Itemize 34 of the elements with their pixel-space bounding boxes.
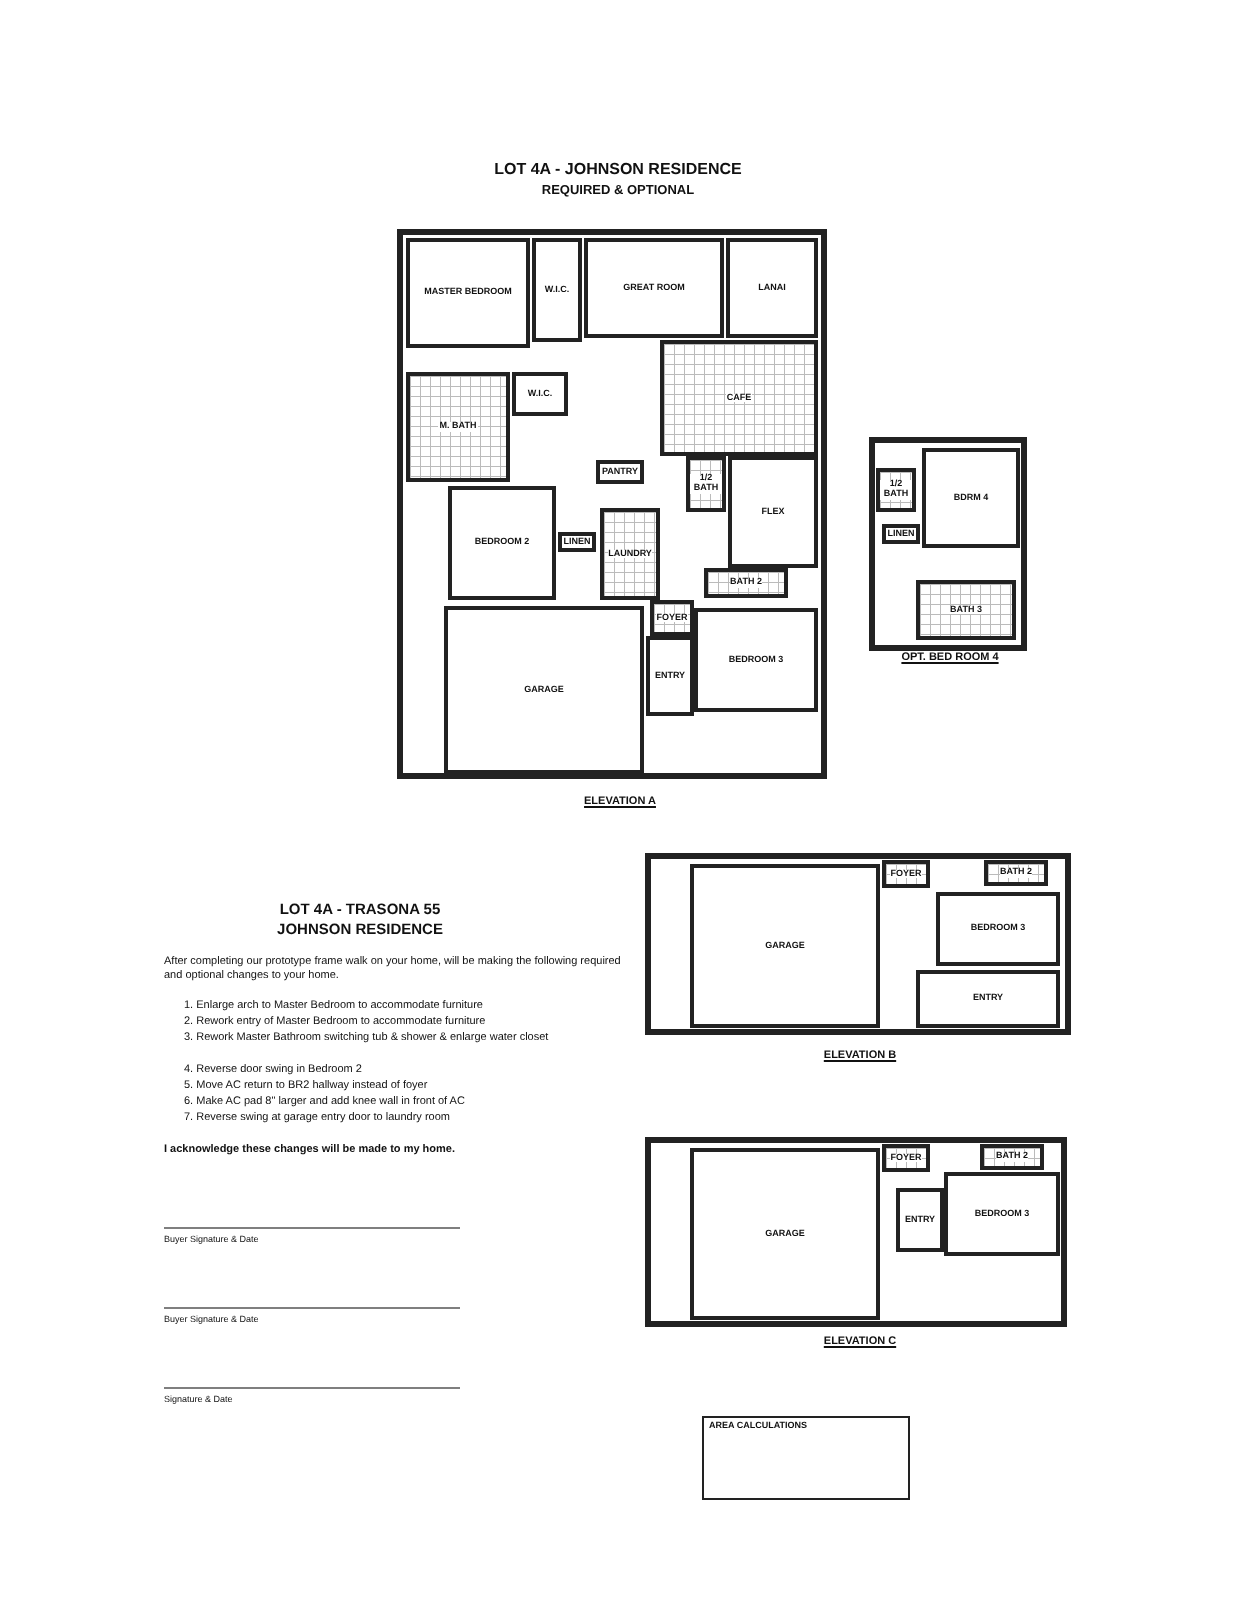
room-outline [584,238,724,338]
area-table [702,1416,910,1500]
room-outline [882,860,930,888]
room-outline [690,1148,880,1320]
room-outline [984,860,1048,886]
room-outline [406,238,530,348]
room-outline [916,970,1060,1028]
room-outline [660,340,818,456]
room-outline [944,1172,1060,1256]
plan-title: LOT 4A - JOHNSON RESIDENCE [492,160,744,178]
room-outline [558,532,596,552]
room-outline [882,524,920,544]
room-outline [690,864,880,1028]
room-outline [650,600,694,636]
room-outline [922,448,1020,548]
room-outline [704,568,788,598]
room-outline [876,468,916,512]
room-outline [980,1144,1044,1170]
room-outline [600,508,660,600]
room-outline [916,580,1016,640]
room-outline [512,372,568,416]
room-outline [532,238,582,342]
room-outline [444,606,644,774]
room-outline [686,456,726,512]
room-outline [448,486,556,600]
room-outline [882,1144,930,1172]
room-outline [694,608,818,712]
room-outline [896,1188,944,1252]
room-outline [726,238,818,338]
room-outline [936,892,1060,966]
room-outline [728,456,818,568]
room-outline [596,460,644,484]
room-outline [406,372,510,482]
room-outline [646,636,694,716]
